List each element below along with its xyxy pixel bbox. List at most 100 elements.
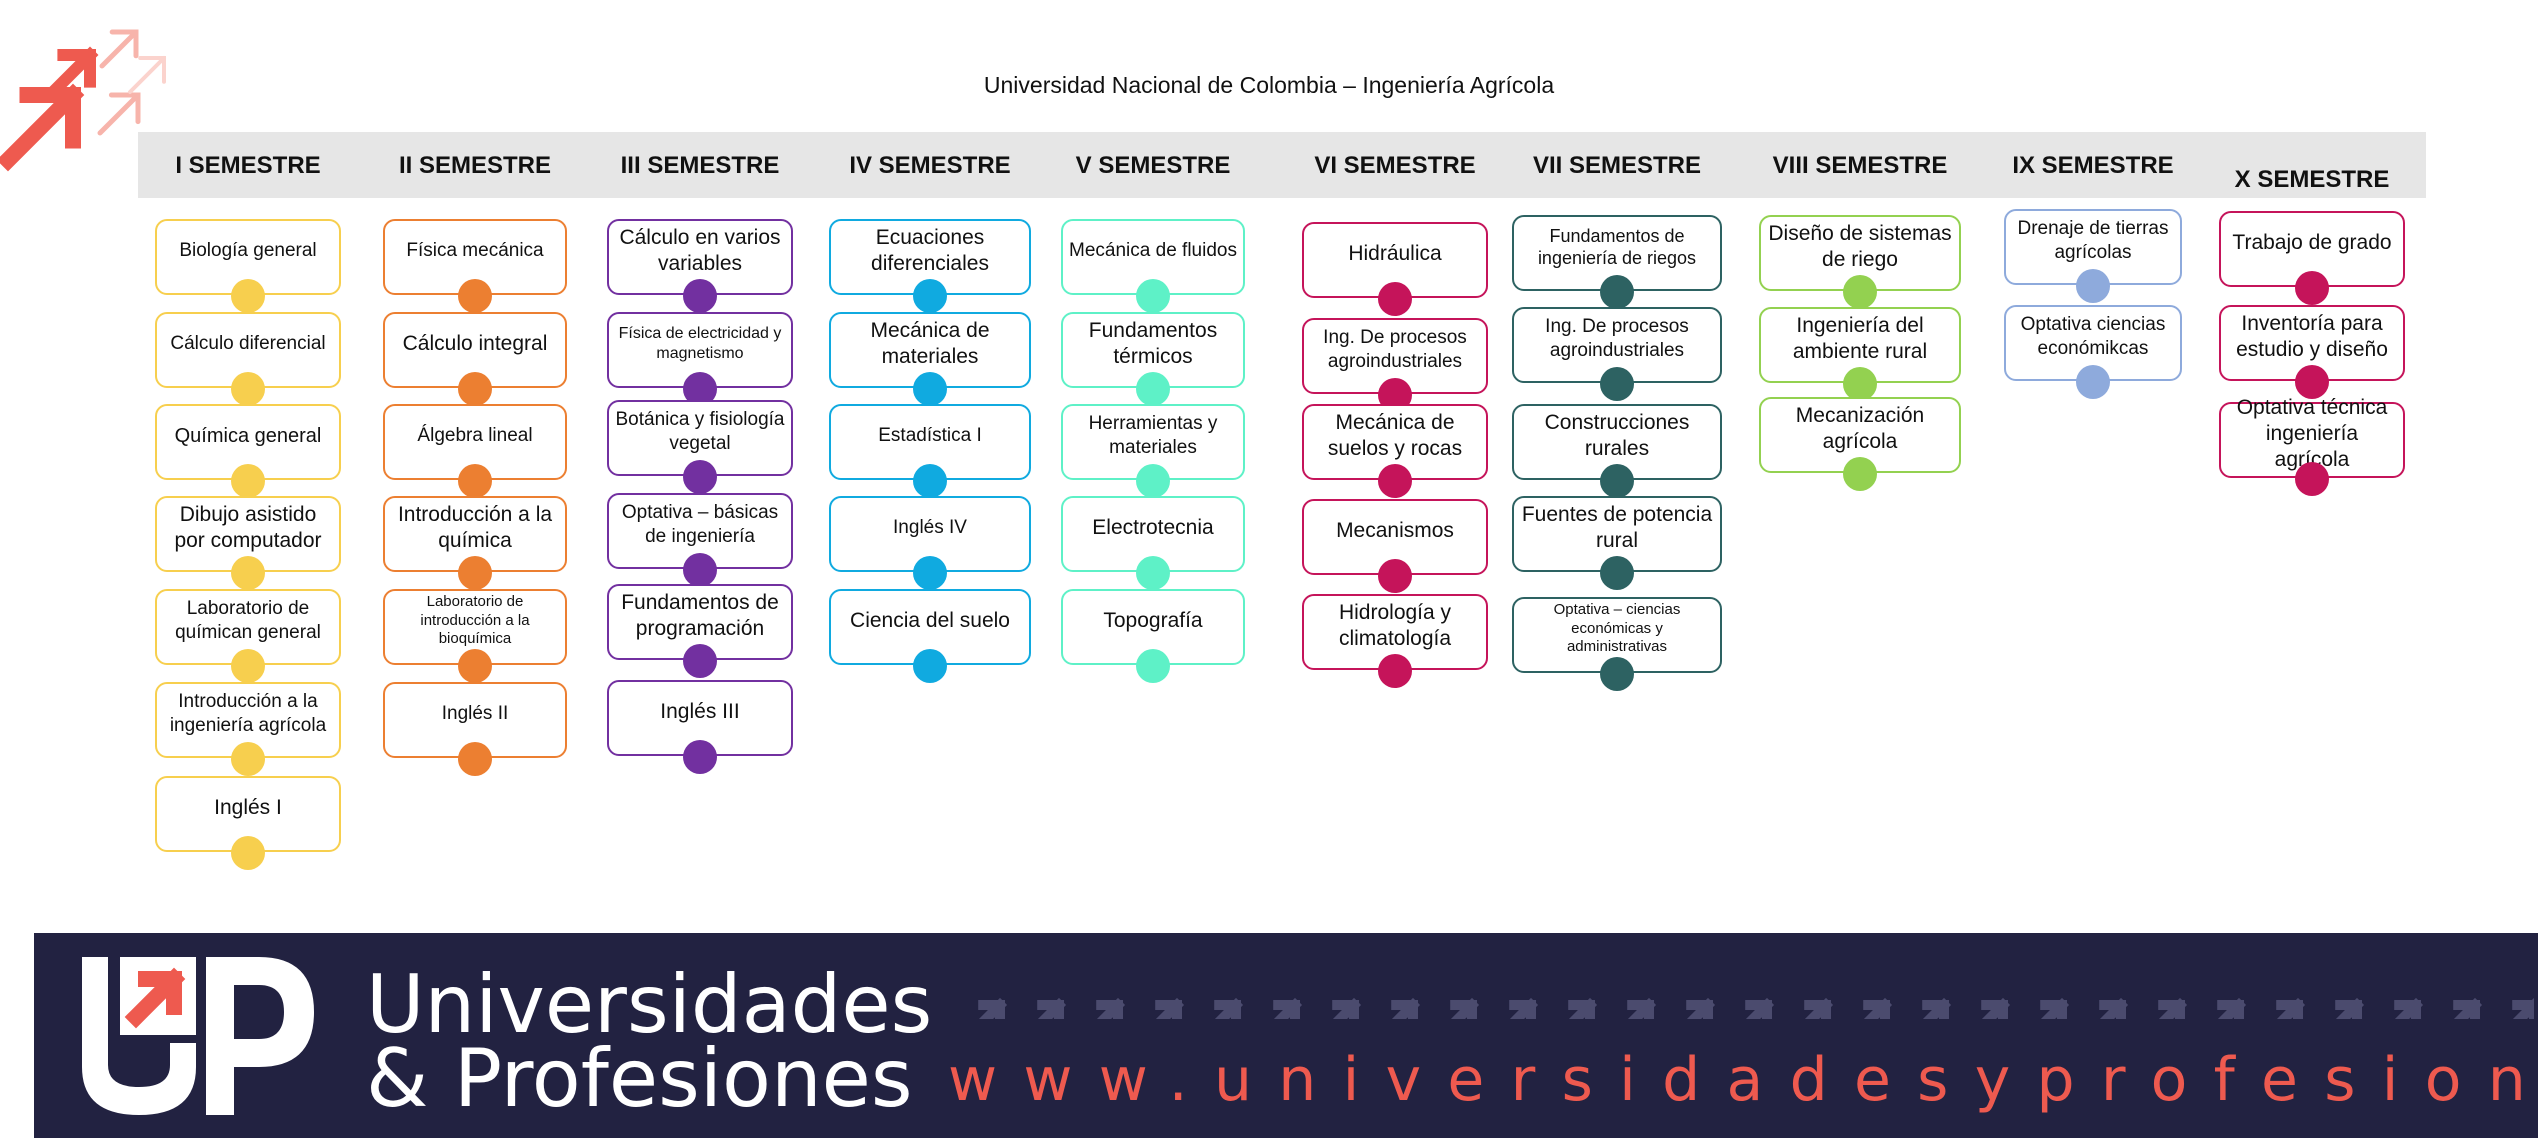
arrow-up-right-icon (128, 56, 166, 94)
course-name: Construcciones rurales (1544, 410, 1690, 460)
course-dot-icon (683, 553, 717, 587)
course-name: Topografía (1103, 608, 1203, 632)
semester-header: IV SEMESTRE (849, 152, 1011, 179)
course-dot-icon (913, 372, 947, 406)
semester-header: I SEMESTRE (175, 152, 321, 179)
brand-name-line-2: & Profesiones (366, 1032, 913, 1125)
arrow-up-right-icon (1155, 997, 1185, 1019)
course-name: Fundamentos de programación (621, 590, 779, 640)
course-dot-icon (1136, 464, 1170, 498)
course-name: Inglés I (214, 795, 282, 819)
arrow-up-right-icon (0, 83, 85, 172)
arrow-up-right-icon (2512, 997, 2534, 1019)
course-name: Estadística I (878, 425, 982, 447)
semester-header: III SEMESTRE (620, 152, 780, 179)
course-name: Trabajo de grado (2232, 230, 2392, 254)
course-name: Optativa – básicas de ingeniería (621, 502, 779, 547)
course-box: Mecánica de suelos y rocas (1302, 404, 1488, 498)
course-dot-icon (2295, 365, 2329, 399)
course-name: Mecanización agrícola (1795, 403, 1925, 453)
course-dot-icon (1378, 654, 1412, 688)
course-box: Topografía (1061, 589, 1245, 683)
course-name: Física mecánica (406, 240, 544, 262)
semester-header-band (138, 132, 2426, 198)
course-box: Laboratorio de introducción a la bioquím… (383, 589, 567, 683)
arrow-up-right-icon (1214, 997, 1244, 1019)
course-name: Optativa ciencias económikcas (2020, 314, 2166, 359)
course-dot-icon (683, 279, 717, 313)
course-name: Fuentes de potencia rural (1521, 502, 1713, 552)
course-name: Ingeniería del ambiente rural (1792, 313, 1928, 363)
arrow-up-right-icon (1981, 997, 2011, 1019)
course-name: Laboratorio de químican general (175, 598, 321, 643)
course-dot-icon (458, 279, 492, 313)
course-name: Electrotecnia (1092, 515, 1214, 539)
course-dot-icon (231, 556, 265, 590)
course-box: Estadística I (829, 404, 1031, 498)
course-name: Mecánica de materiales (870, 318, 990, 368)
course-name: Física de electricidad y magnetismo (618, 325, 782, 362)
course-name: Inglés IV (893, 517, 967, 539)
course-box: Inventoría para estudio y diseño (2219, 305, 2405, 399)
course-dot-icon (683, 644, 717, 678)
course-dot-icon (2295, 271, 2329, 305)
page-title: Universidad Nacional de Colombia – Ingen… (983, 72, 1555, 98)
course-dot-icon (1843, 457, 1877, 491)
semester-header: X SEMESTRE (2234, 166, 2390, 193)
course-box: Mecánica de fluidos (1061, 219, 1245, 313)
course-dot-icon (231, 464, 265, 498)
arrow-up-right-icon (2453, 997, 2483, 1019)
arrow-up-right-icon (1568, 997, 1598, 1019)
course-box: Optativa técnica ingeniería agrícola (2219, 396, 2405, 496)
course-name: Drenaje de tierras agrícolas (2017, 218, 2169, 263)
course-name: Cálculo diferencial (170, 333, 326, 355)
course-box: Fundamentos de ingeniería de riegos (1512, 215, 1722, 309)
arrow-up-right-icon (1096, 997, 1126, 1019)
logo-arrows-icon (0, 29, 166, 172)
course-dot-icon (2076, 269, 2110, 303)
course-box: Construcciones rurales (1512, 404, 1722, 498)
course-box: Mecanismos (1302, 499, 1488, 593)
course-name: Optativa – ciencias económicas y adminis… (1553, 600, 1681, 656)
arrow-up-right-icon (1627, 997, 1657, 1019)
course-dot-icon (458, 464, 492, 498)
arrow-up-right-icon (1391, 997, 1421, 1019)
course-dot-icon (1136, 372, 1170, 406)
arrow-up-right-icon (43, 46, 99, 102)
arrow-up-right-icon (99, 29, 139, 69)
course-box: Fuentes de potencia rural (1512, 496, 1722, 590)
semester-header: IX SEMESTRE (2012, 152, 2174, 179)
course-box: Cálculo en varios variables (607, 219, 793, 313)
course-name: Biología general (179, 240, 317, 262)
course-name: Dibujo asistido por computador (174, 502, 322, 552)
course-dot-icon (1600, 556, 1634, 590)
course-box: Introducción a la ingeniería agrícola (155, 682, 341, 776)
arrow-up-right-icon (97, 92, 141, 136)
course-dot-icon (913, 279, 947, 313)
arrow-up-right-icon (1450, 997, 1480, 1019)
course-name: Introducción a la química (397, 502, 553, 552)
course-dot-icon (683, 460, 717, 494)
course-box: Ing. De procesos agroindustriales (1302, 318, 1488, 412)
course-dot-icon (458, 649, 492, 683)
arrow-up-right-icon (1686, 997, 1716, 1019)
website-url[interactable]: www.universidadesyprofesiones.com (948, 1045, 2538, 1115)
course-box: Herramientas y materiales (1061, 404, 1245, 498)
course-dot-icon (1600, 275, 1634, 309)
arrow-up-right-icon (1273, 997, 1303, 1019)
course-box: Cálculo integral (383, 312, 567, 406)
course-box: Inglés III (607, 680, 793, 774)
course-dot-icon (2076, 365, 2110, 399)
course-dot-icon (458, 556, 492, 590)
course-box: Inglés IV (829, 496, 1031, 590)
course-name: Laboratorio de introducción a la bioquím… (420, 592, 530, 648)
arrow-up-right-icon (2158, 997, 2188, 1019)
footer-banner: Universidades & Profesiones www.universi… (34, 933, 2538, 1138)
course-dot-icon (1378, 559, 1412, 593)
course-dot-icon (231, 372, 265, 406)
course-box: Álgebra lineal (383, 404, 567, 498)
course-box: Dibujo asistido por computador (155, 496, 341, 590)
course-name: Hidrología y climatología (1338, 600, 1452, 650)
course-dot-icon (1136, 279, 1170, 313)
arrow-up-right-icon (2217, 997, 2247, 1019)
